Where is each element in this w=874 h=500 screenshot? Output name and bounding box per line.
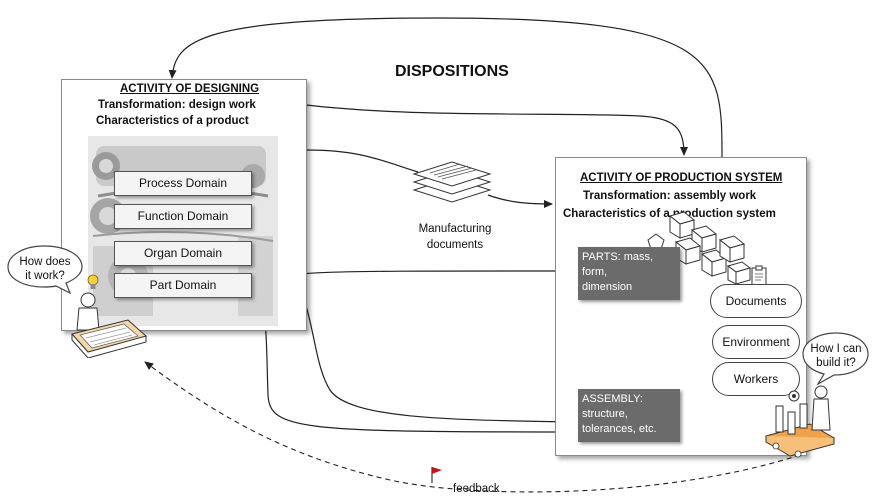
flag-icon xyxy=(431,467,442,483)
design-activity-box: ACTIVITY OF DESIGNING Transformation: de… xyxy=(61,79,307,331)
parts-box: PARTS: mass, form, dimension xyxy=(578,247,680,300)
documents-to-production-arrow xyxy=(487,194,553,208)
lightbulb-icon xyxy=(87,274,99,289)
documents-pill: Documents xyxy=(710,284,802,318)
parts-line1: PARTS: mass, xyxy=(582,251,654,263)
worker-question-line1: How I can xyxy=(810,343,862,355)
feedback-label: feedback xyxy=(453,483,500,495)
parts-line2: form, xyxy=(582,266,608,278)
workers-pill: Workers xyxy=(712,362,800,396)
diagram-title: DISPOSITIONS xyxy=(395,63,509,80)
function-domain-box: Function Domain xyxy=(114,204,252,229)
production-characteristics-text: Characteristics of a production system xyxy=(563,208,776,220)
production-transformation-text: Transformation: assembly work xyxy=(583,190,757,202)
loop-arrow-top xyxy=(168,17,723,158)
designer-figure-icon xyxy=(71,292,148,358)
designer-question-line2: it work? xyxy=(25,270,65,282)
design-to-production-arrow xyxy=(305,104,688,156)
assembly-line2: structure, xyxy=(582,408,628,420)
assembly-worker-icon xyxy=(764,385,836,458)
parts-cubes-icon xyxy=(647,211,752,285)
designer-question-line1: How does xyxy=(19,256,71,268)
design-characteristics-text: Characteristics of a product xyxy=(96,115,249,127)
design-activity-title: ACTIVITY OF DESIGNING xyxy=(120,83,260,95)
process-domain-box: Process Domain xyxy=(114,171,252,196)
documents-stack-icon xyxy=(412,161,492,203)
design-to-documents-line xyxy=(305,149,419,173)
production-activity-box: ACTIVITY OF PRODUCTION SYSTEM Transforma… xyxy=(555,157,807,456)
production-activity-title: ACTIVITY OF PRODUCTION SYSTEM xyxy=(580,172,783,184)
designer-speech-bubble xyxy=(7,245,83,295)
part-domain-box: Part Domain xyxy=(114,273,252,298)
design-transformation-text: Transformation: design work xyxy=(98,99,256,111)
organ-domain-box: Organ Domain xyxy=(114,241,252,266)
worker-question-line2: build it? xyxy=(816,357,856,369)
worker-speech-bubble xyxy=(802,332,869,386)
documents-label-line2: documents xyxy=(426,239,484,251)
documents-label-line1: Manufacturing xyxy=(418,223,492,235)
assembly-box: ASSEMBLY: structure, tolerances, etc. xyxy=(578,389,680,442)
environment-pill: Environment xyxy=(712,325,800,359)
assembly-line1: ASSEMBLY: xyxy=(582,393,643,405)
parts-line3: dimension xyxy=(582,281,633,293)
assembly-line3: tolerances, etc. xyxy=(582,423,657,435)
